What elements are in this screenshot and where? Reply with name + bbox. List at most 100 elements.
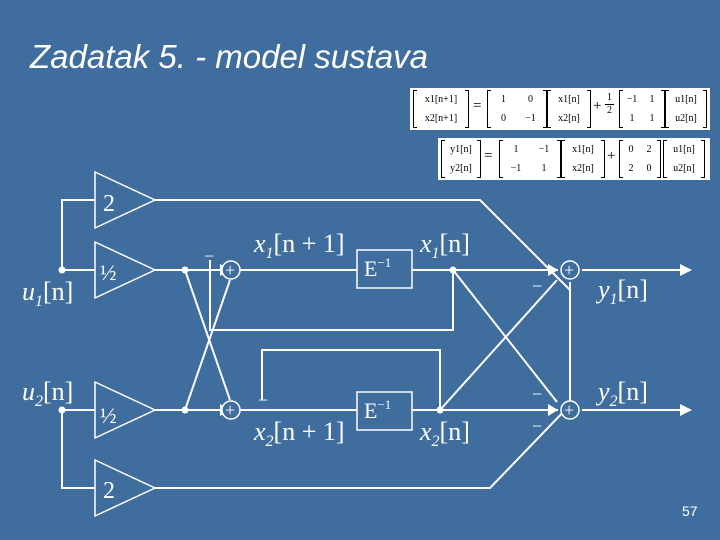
output-u2: u2[n] [673, 163, 695, 174]
wire-x2-cross-to-sum3 [439, 279, 558, 411]
junction-u2 [58, 406, 66, 414]
delay-block-1 [356, 249, 413, 289]
state-A-11: 1 [501, 94, 506, 105]
output-plus: + [607, 148, 616, 164]
junction-half-lower [181, 406, 189, 414]
sum-junction-3 [560, 260, 580, 280]
delay-blocks [356, 249, 413, 431]
delay-block-2 [356, 391, 413, 431]
state-B-11: −1 [626, 94, 638, 105]
state-A-matrix: 1 0 0 −1 [487, 90, 547, 128]
state-u1: u1[n] [675, 94, 697, 105]
arrow-into-sum4 [548, 404, 558, 416]
state-fraction-numerator: 1 [605, 92, 614, 105]
sum1-plus: + [225, 260, 235, 280]
state-equation: x1[n+1] x2[n+1] = 1 0 0 −1 x1[n] x2[n] +… [410, 88, 710, 130]
junction-dots [58, 266, 457, 414]
output-label-y1: y1[n] [595, 275, 648, 308]
output-D-11: 0 [628, 144, 634, 155]
wire-half-upper-cross-to-sum2 [184, 269, 231, 401]
state-lhs-x1: x1[n+1] [424, 94, 458, 105]
sum3-plus: + [564, 260, 574, 280]
state-A-21: 0 [501, 113, 506, 124]
signal-label-x1-next: x1[n + 1] [253, 229, 345, 262]
state-lhs-x2: x2[n+1] [424, 113, 458, 124]
junction-x1 [449, 266, 457, 274]
delay-label-1: E−1 [364, 255, 391, 281]
state-B-21: 1 [629, 113, 635, 124]
wire-u1-to-gain-top [61, 199, 95, 270]
junction-half-upper [181, 266, 189, 274]
sum-junction-2 [221, 400, 241, 420]
output-lhs-y2: y2[n] [450, 163, 472, 174]
output-x1: x1[n] [572, 144, 594, 155]
state-B-12: 1 [649, 94, 655, 105]
output-C-11: 1 [513, 144, 519, 155]
output-C-matrix: 1 −1 −1 1 [499, 140, 561, 178]
state-x-vector: x1[n] x2[n] [547, 90, 591, 128]
signal-label-x1: x1[n] [419, 229, 470, 262]
state-B-matrix: −1 1 1 1 [619, 90, 665, 128]
arrow-into-sum3 [548, 264, 558, 276]
state-lhs-vector: x1[n+1] x2[n+1] [413, 90, 469, 128]
state-u-vector: u1[n] u2[n] [665, 90, 707, 128]
gain-label-half-upper: ½ [100, 260, 117, 285]
sum3-minus: − [532, 276, 542, 296]
gain-block-half-lower [94, 380, 157, 440]
signal-label-x2-next: x2[n + 1] [253, 417, 345, 450]
sum-junction-1 [221, 260, 241, 280]
output-x-vector: x1[n] x2[n] [561, 140, 605, 178]
gain-block-top [94, 170, 157, 230]
output-C-22: 1 [541, 163, 547, 174]
sum-junction-4 [560, 400, 580, 420]
output-lhs-vector: y1[n] y2[n] [441, 140, 481, 178]
page-number: 57 [682, 503, 698, 519]
signal-label-x2: x2[n] [419, 417, 470, 450]
input-label-u2: u2[n] [22, 377, 73, 410]
junction-x2 [436, 406, 444, 414]
junction-u1 [58, 266, 66, 274]
output-label-y2: y2[n] [595, 377, 648, 410]
sum1-minus: − [204, 246, 214, 266]
output-C-12: −1 [538, 144, 550, 155]
gain-label-half-lower: ½ [100, 403, 117, 428]
output-D-matrix: 0 2 2 0 [619, 140, 661, 178]
state-equals: = [473, 98, 482, 114]
arrow-y2-out [680, 404, 692, 416]
output-C-21: −1 [510, 163, 522, 174]
state-u2: u2[n] [675, 113, 697, 124]
signal-wires [61, 199, 690, 489]
output-x2: x2[n] [572, 163, 594, 174]
gain-blocks [94, 170, 157, 518]
delay-label-2: E−1 [364, 397, 391, 423]
gain-block-bottom [94, 458, 157, 518]
output-equation: y1[n] y2[n] = 1 −1 −1 1 x1[n] x2[n] + 0 … [438, 138, 710, 180]
slide-title: Zadatak 5. - model sustava [30, 38, 429, 75]
sum4-minus-upper: − [532, 384, 542, 404]
wire-half-lower-cross-to-sum1 [184, 279, 231, 411]
output-lhs-y1: y1[n] [450, 144, 472, 155]
state-x2: x2[n] [558, 113, 580, 124]
wire-u2-to-gain-bottom [61, 410, 95, 489]
wire-x1-feedback [209, 260, 454, 331]
gain-label-bottom: 2 [103, 478, 115, 504]
state-plus: + [593, 98, 602, 114]
sum2-minus: − [258, 390, 268, 410]
summing-junctions [221, 260, 580, 420]
input-label-u1: u1[n] [22, 277, 73, 310]
sum2-plus: + [225, 400, 235, 420]
wire-x2-feedback [261, 349, 441, 411]
wire-x1-cross-to-sum4 [452, 269, 558, 403]
state-A-12: 0 [528, 94, 533, 105]
sum4-plus: + [564, 400, 574, 420]
output-equals: = [484, 148, 493, 164]
output-D-21: 2 [628, 163, 634, 174]
gain-label-top: 2 [103, 191, 115, 217]
gain-block-half-upper [94, 240, 157, 300]
output-u1: u1[n] [673, 144, 695, 155]
output-D-22: 0 [646, 163, 652, 174]
wire-gain-bottom-to-sum3 [155, 282, 571, 489]
sum4-minus-lower: − [532, 416, 542, 436]
state-x1: x1[n] [558, 94, 580, 105]
